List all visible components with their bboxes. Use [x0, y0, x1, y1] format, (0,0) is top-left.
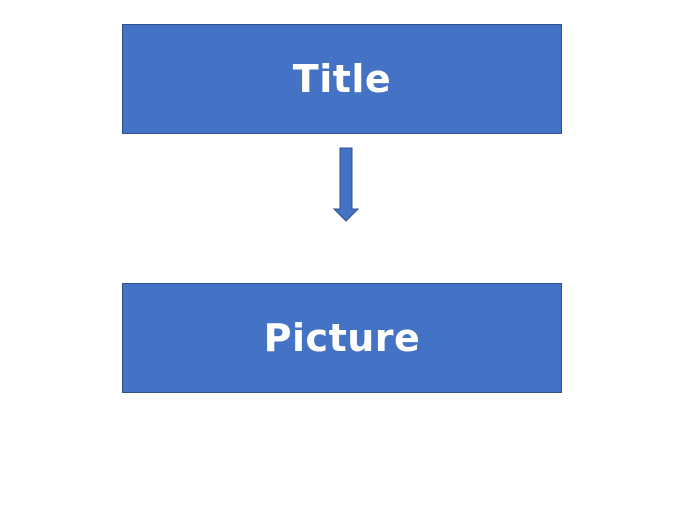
title-node-label: Title [292, 57, 392, 101]
down-arrow-connector [333, 147, 359, 222]
picture-node: Picture [122, 283, 562, 393]
picture-node-label: Picture [263, 316, 421, 360]
title-node: Title [122, 24, 562, 134]
down-arrow-shape [333, 147, 359, 222]
